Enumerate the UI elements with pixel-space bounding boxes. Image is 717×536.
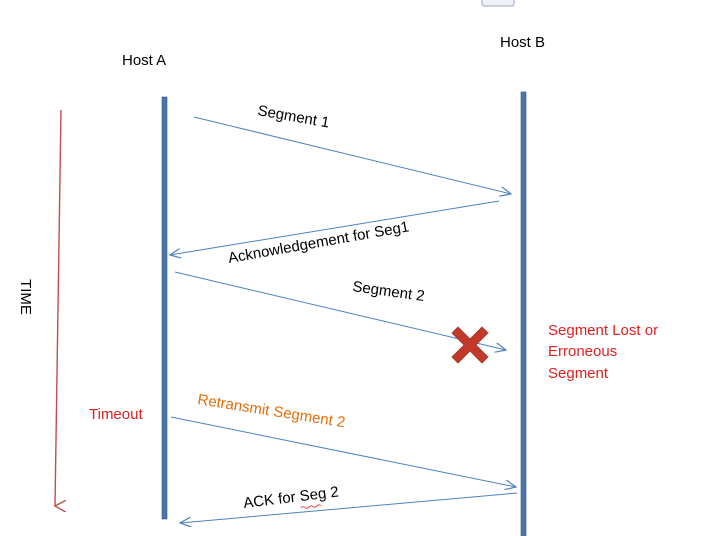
segment-2-arrow (174, 271, 506, 350)
timeout-label: Timeout (89, 406, 143, 423)
spellcheck-squiggle (300, 504, 322, 509)
retransmit-arrow (170, 416, 516, 487)
host-a-timeline (161, 96, 168, 520)
host-a-label: Host A (122, 52, 166, 69)
segment-lost-line-2: Erroneous (548, 343, 617, 360)
segment-lost-line-1: Segment Lost or (548, 322, 658, 339)
time-arrow (55, 109, 61, 506)
x-mark-icon (451, 326, 489, 364)
window-fragment (481, 0, 515, 7)
retransmit-label: Retransmit Segment 2 (196, 391, 346, 431)
segment-lost-line-3: Segment (548, 365, 609, 382)
ack-seg2-label: ACK for Seg 2 (242, 483, 339, 512)
host-b-label: Host B (500, 34, 545, 51)
ack-seg1-label: Acknowledgement for Seg1 (227, 218, 411, 267)
ack-seg2-arrow (180, 492, 518, 523)
segment-2-label: Segment 2 (351, 278, 425, 305)
ack-seg1-arrow (170, 200, 500, 255)
time-label: TIME (17, 279, 34, 315)
host-b-timeline (520, 91, 527, 536)
segment-1-label: Segment 1 (256, 102, 330, 131)
segment-1-arrow (193, 116, 511, 194)
